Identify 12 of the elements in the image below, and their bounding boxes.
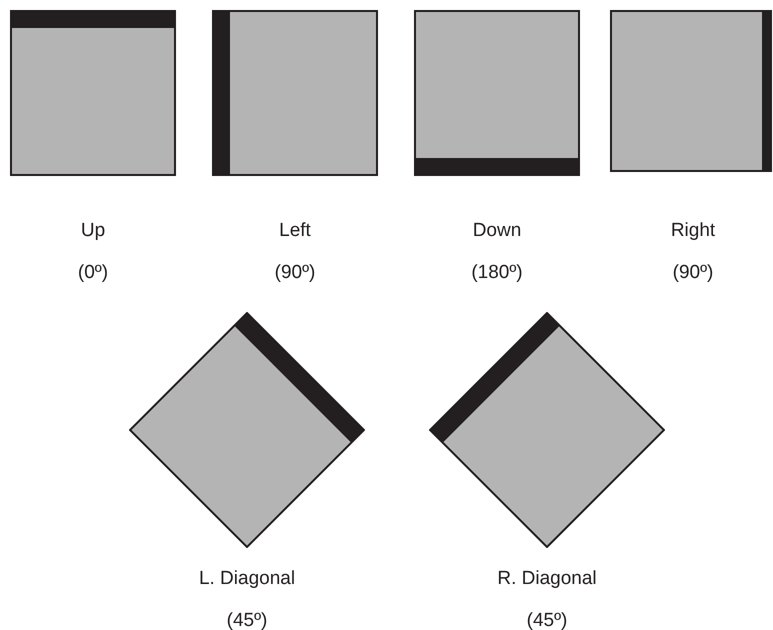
direction-label: R. Diagonal xyxy=(497,568,597,590)
angle-label: (180º) xyxy=(471,262,523,284)
angle-label: (90º) xyxy=(274,262,316,284)
direction-label: Up xyxy=(80,220,106,242)
direction-label: L. Diagonal xyxy=(198,568,296,590)
angle-label: (90º) xyxy=(672,262,714,284)
direction-label: Right xyxy=(670,220,716,242)
angle-label: (0º) xyxy=(78,262,108,284)
direction-label: Down xyxy=(472,220,522,242)
angle-label: (45º) xyxy=(526,610,568,630)
direction-label: Left xyxy=(279,220,311,242)
angle-label: (45º) xyxy=(226,610,268,630)
